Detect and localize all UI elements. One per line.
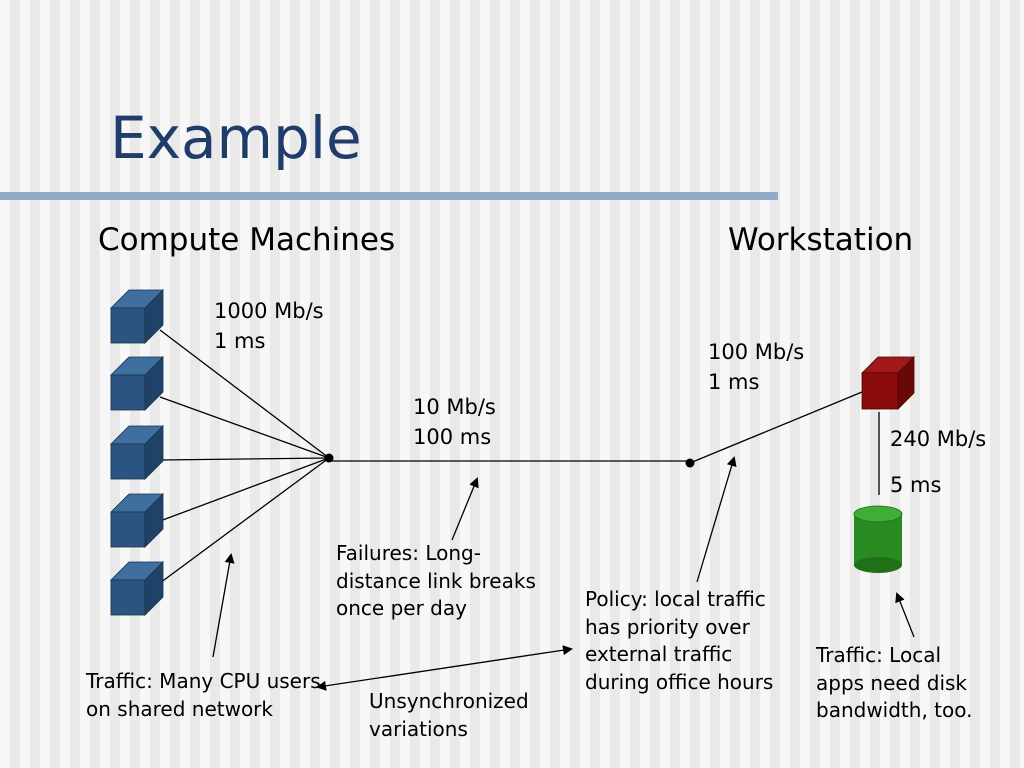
failures-note: Failures: Long- distance link breaks onc… xyxy=(336,540,536,623)
compute-machine-4 xyxy=(110,493,164,548)
workstation-link-label: 100 Mb/s 1 ms xyxy=(708,337,804,397)
compute-machine-5 xyxy=(110,561,164,616)
policy-arrow xyxy=(696,456,737,583)
compute-link-latency: 1 ms xyxy=(214,329,266,353)
traffic-cpu-arrow xyxy=(212,553,235,658)
policy-note-line: has priority over xyxy=(585,614,750,639)
traffic-local-note: Traffic: Local apps need disk bandwidth,… xyxy=(816,642,972,725)
workstation-heading: Workstation xyxy=(728,222,914,258)
cube-icon xyxy=(110,511,146,548)
slide-title: Example xyxy=(110,104,362,172)
compute-machine-1 xyxy=(110,289,164,344)
compute-machine-3 xyxy=(110,425,164,480)
cube-icon xyxy=(110,374,146,411)
failures-note-line: distance link breaks xyxy=(336,568,536,593)
traffic-cpu-note-line: on shared network xyxy=(86,696,273,721)
wan-link-latency: 100 ms xyxy=(413,425,492,449)
unsync-note-line: Unsynchronized xyxy=(369,689,529,713)
workstation-link-rate: 100 Mb/s xyxy=(708,340,805,364)
unsync-note: Unsynchronized variations xyxy=(369,688,529,743)
workstation-link-latency: 1 ms xyxy=(708,370,760,394)
compute-link-4 xyxy=(159,457,330,522)
cube-icon xyxy=(110,307,146,344)
policy-note-line: Policy: local traffic xyxy=(585,587,766,611)
workstation-machine xyxy=(861,356,915,410)
disk-link-rate: 240 Mb/s xyxy=(890,427,987,451)
compute-link-5 xyxy=(159,457,330,584)
cube-icon xyxy=(861,372,899,410)
compute-machine-2 xyxy=(110,356,164,411)
policy-note: Policy: local traffic has priority over … xyxy=(585,586,773,696)
cube-icon xyxy=(110,579,146,616)
failures-note-line: once per day xyxy=(336,596,467,620)
policy-note-line: during office hours xyxy=(585,669,774,694)
compute-link-label: 1000 Mb/s 1 ms xyxy=(214,296,324,356)
policy-note-line: external traffic xyxy=(585,642,733,666)
traffic-local-note-line: apps need disk xyxy=(816,670,968,695)
compute-link-2 xyxy=(159,396,330,459)
wan-link-rate: 10 Mb/s xyxy=(413,395,496,419)
failures-note-line: Failures: Long- xyxy=(336,541,481,565)
compute-junction-node xyxy=(324,453,334,463)
wan-link-label: 10 Mb/s 100 ms xyxy=(413,392,496,452)
disk-link-latency: 5 ms xyxy=(890,473,942,497)
traffic-cpu-note-line: Traffic: Many CPU users xyxy=(86,669,321,693)
compute-link-rate: 1000 Mb/s xyxy=(214,299,324,323)
traffic-local-note-line: bandwidth, too. xyxy=(816,698,973,722)
traffic-cpu-note: Traffic: Many CPU users on shared networ… xyxy=(86,668,321,723)
traffic-local-arrow xyxy=(895,592,915,638)
cylinder-icon xyxy=(854,514,902,565)
failures-arrow xyxy=(451,477,479,541)
unsync-arrow xyxy=(316,645,573,691)
workstation-junction-node xyxy=(685,458,695,468)
cube-icon xyxy=(110,443,146,480)
unsync-note-line: variations xyxy=(369,716,468,741)
compute-machines-heading: Compute Machines xyxy=(98,222,396,258)
compute-link-1 xyxy=(159,329,330,459)
compute-link-3 xyxy=(159,457,330,461)
traffic-local-note-line: Traffic: Local xyxy=(816,643,942,667)
disk-cylinder xyxy=(853,505,903,573)
workstation-link xyxy=(689,391,863,464)
title-underline xyxy=(0,192,778,200)
